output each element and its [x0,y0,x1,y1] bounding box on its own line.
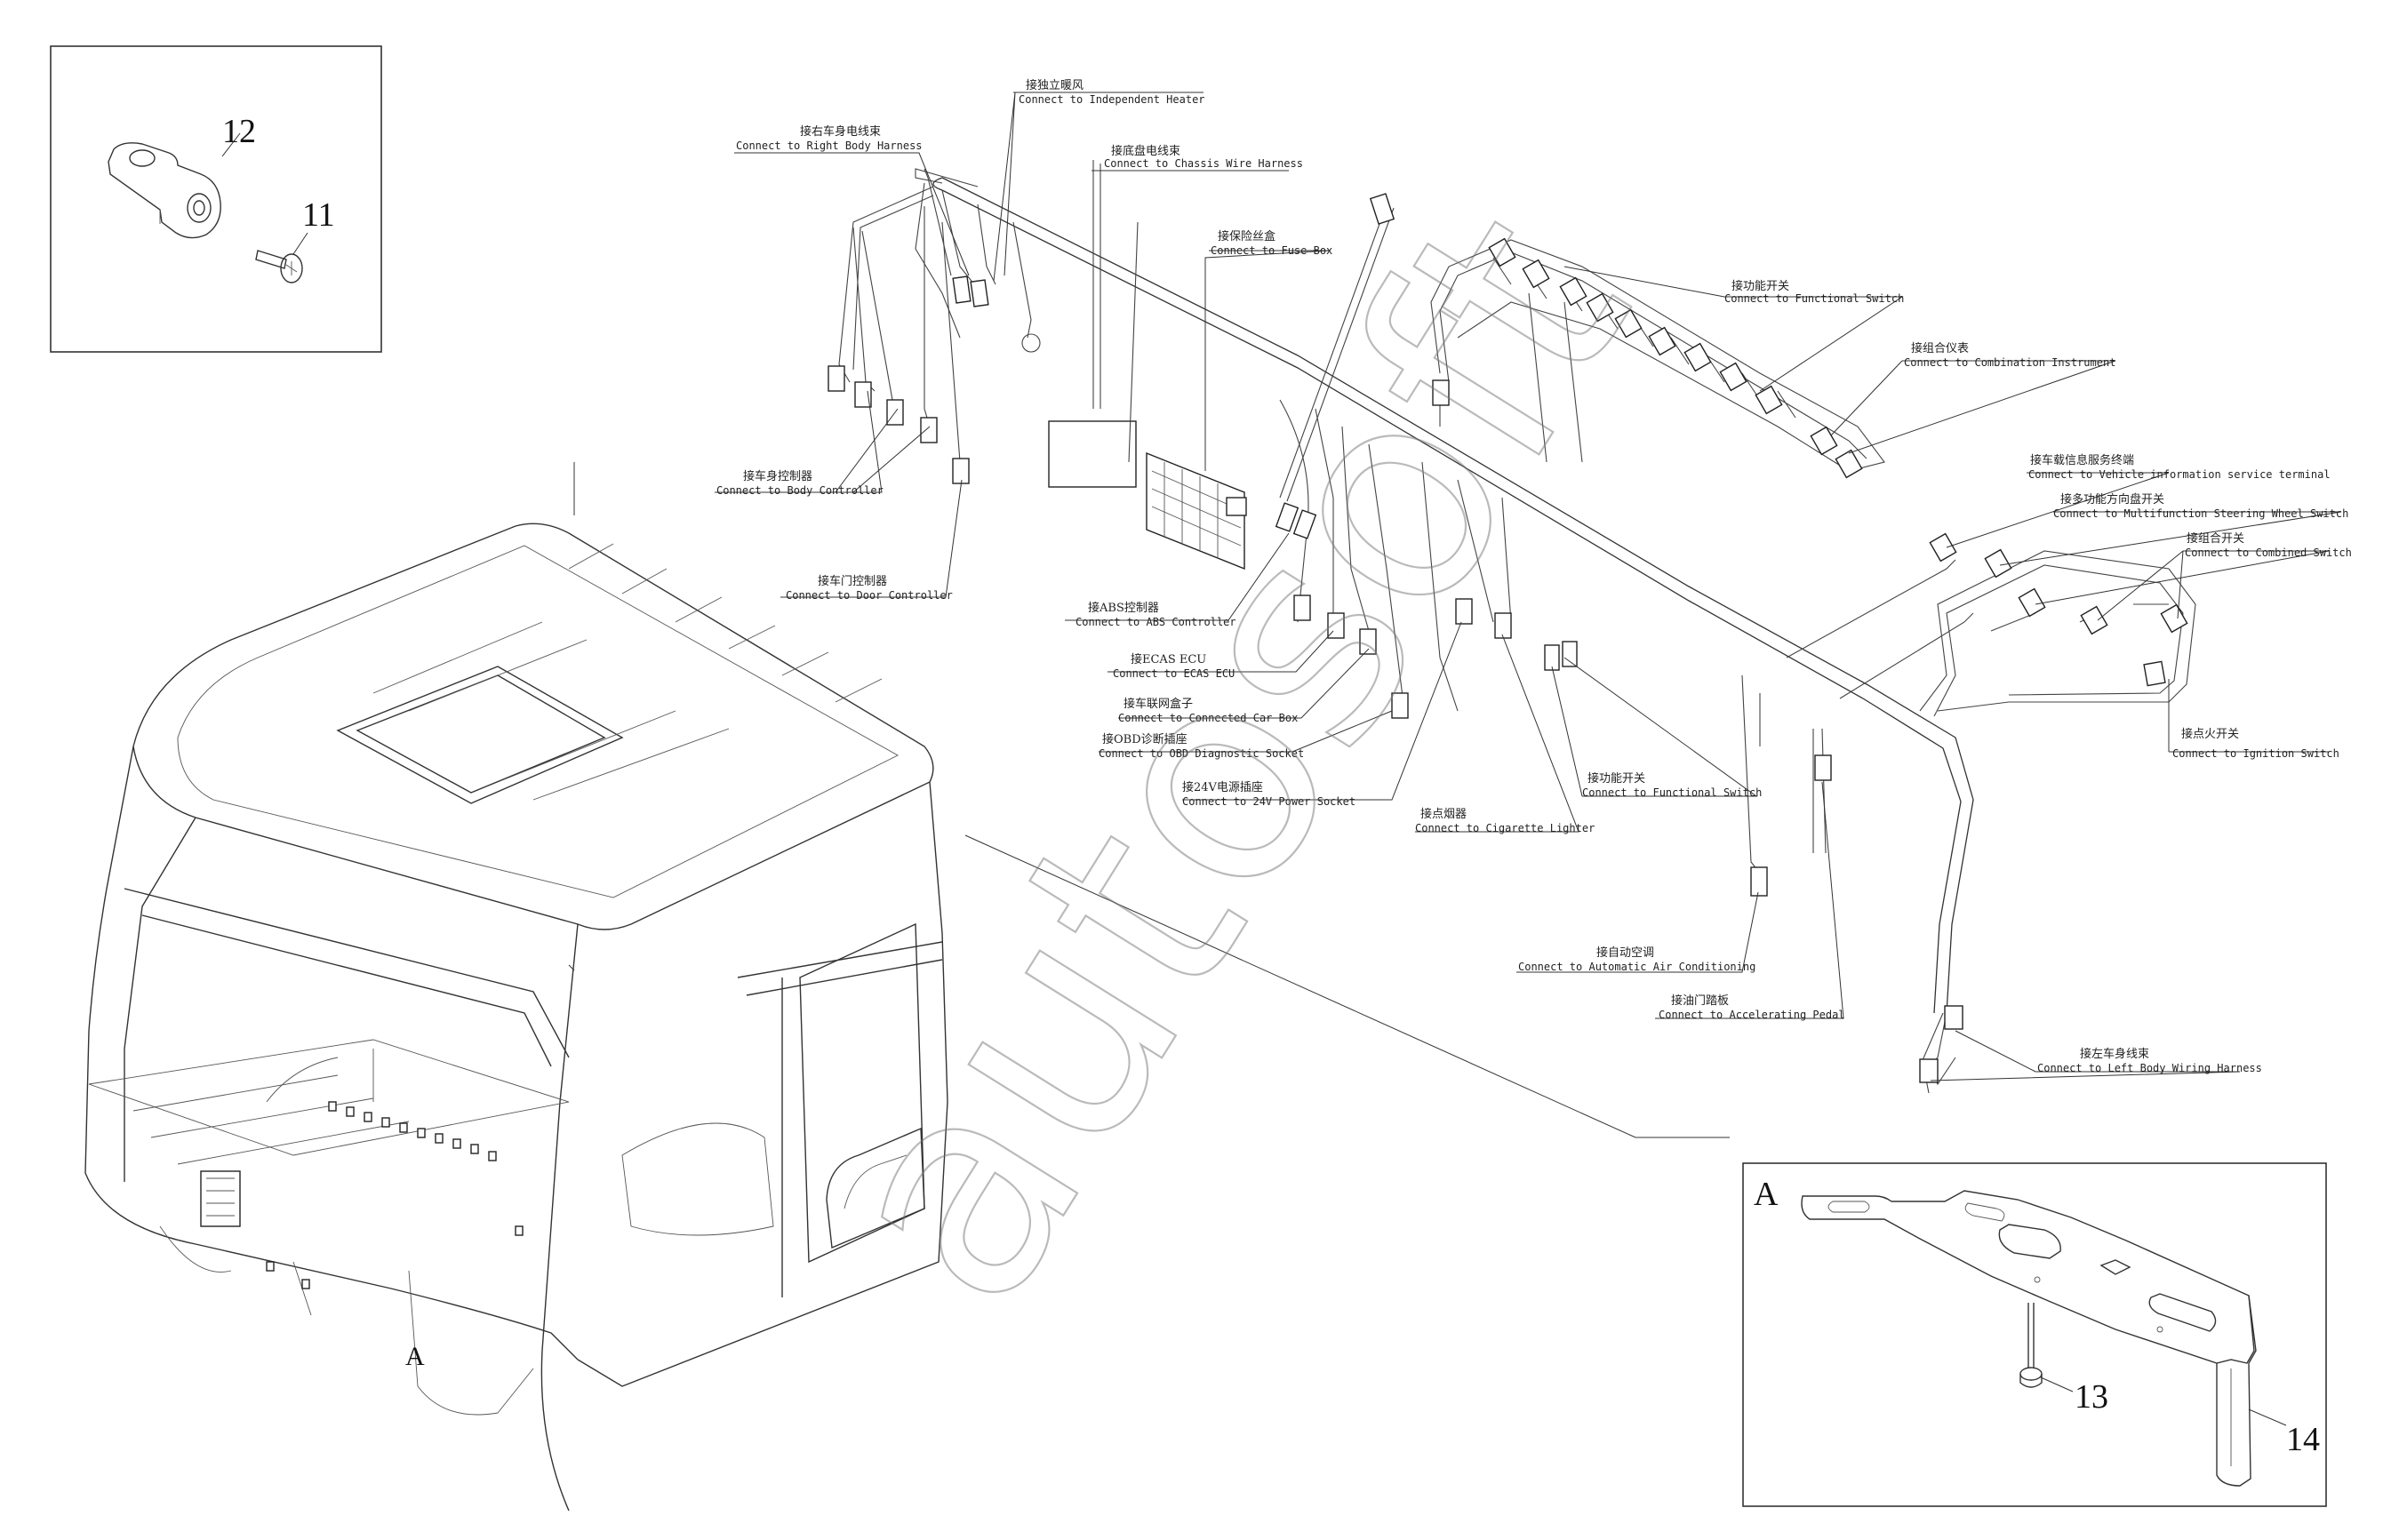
callout-door-controller: 接车门控制器 Connect to Door Controller [786,574,953,602]
svg-text:Connect to Ignition Switch: Connect to Ignition Switch [2172,747,2339,760]
svg-text:Connect to Body Controller: Connect to Body Controller [716,484,884,497]
svg-text:接油门踏板: 接油门踏板 [1671,993,1729,1008]
callout-vehicle-info-terminal: 接车载信息服务终端 Connect to Vehicle information… [2028,453,2331,481]
svg-text:接功能开关: 接功能开关 [1587,771,1645,786]
callout-leaders [715,92,2342,1081]
svg-text:Connect to OBD Diagnostic Sock: Connect to OBD Diagnostic Socket [1099,747,1304,760]
callout-steering-wheel-switch: 接多功能方向盘开关 Connect to Multifunction Steer… [2053,492,2348,520]
svg-text:接左车身线束: 接左车身线束 [2080,1047,2149,1061]
callout-ecas-ecu: 接ECAS ECU Connect to ECAS ECU [1113,652,1235,680]
svg-text:接多功能方向盘开关: 接多功能方向盘开关 [2060,492,2164,507]
svg-text:Connect to Combined Switch: Connect to Combined Switch [2185,547,2352,559]
callout-functional-switch-lower: 接功能开关 Connect to Functional Switch [1582,771,1762,799]
svg-text:autosoft: autosoft [765,156,1693,1360]
svg-text:接点火开关: 接点火开关 [2181,727,2239,741]
svg-text:Connect to Connected Car Box: Connect to Connected Car Box [1118,712,1298,724]
svg-text:Connect to Right Body Harness: Connect to Right Body Harness [736,140,923,152]
svg-text:接右车身电线束: 接右车身电线束 [800,124,881,139]
svg-text:Connect to Independent Heater: Connect to Independent Heater [1019,93,1205,106]
svg-text:Connect to Functional Switch: Connect to Functional Switch [1724,292,1904,305]
part-number-11: 11 [302,196,335,234]
detail-box-a: A 13 14 [1742,1162,2327,1507]
svg-text:Connect to Multifunction Steer: Connect to Multifunction Steering Wheel … [2053,507,2348,520]
svg-text:接功能开关: 接功能开关 [1731,279,1789,293]
svg-text:接组合仪表: 接组合仪表 [1911,341,1969,355]
callout-independent-heater: 接独立暖风 Connect to Independent Heater [1019,78,1205,106]
callout-right-body-harness: 接右车身电线束 Connect to Right Body Harness [736,124,923,152]
fuse-box [1146,451,1247,571]
svg-text:接独立暖风: 接独立暖风 [1026,78,1084,92]
detail-box-bracket-bolt: 12 11 [50,45,382,353]
svg-text:Connect to Accelerating Pedal: Connect to Accelerating Pedal [1659,1009,1845,1021]
detail-view-label: A [1754,1176,1779,1213]
callout-automatic-ac: 接自动空调 Connect to Automatic Air Condition… [1518,946,1755,973]
callout-accelerating-pedal: 接油门踏板 Connect to Accelerating Pedal [1659,993,1845,1021]
svg-text:接车联网盒子: 接车联网盒子 [1124,697,1193,711]
bolt-part-13 [2019,1303,2043,1388]
callout-obd-socket: 接OBD诊断插座 Connect to OBD Diagnostic Socke… [1099,732,1304,760]
svg-text:Connect to ECAS ECU: Connect to ECAS ECU [1113,667,1235,680]
svg-text:接24V电源插座: 接24V电源插座 [1182,780,1263,794]
callout-abs-controller: 接ABS控制器 Connect to ABS Controller [1076,601,1236,628]
callout-left-body-harness: 接左车身线束 Connect to Left Body Wiring Harne… [2037,1047,2262,1074]
svg-text:Connect to Fuse Box: Connect to Fuse Box [1211,244,1332,257]
cab-detail-marker: A [405,1342,425,1371]
callout-ignition-switch: 接点火开关 Connect to Ignition Switch [2172,727,2339,760]
svg-text:接ECAS ECU: 接ECAS ECU [1131,652,1206,666]
svg-text:Connect to ABS Controller: Connect to ABS Controller [1076,616,1236,628]
svg-text:Connect to Vehicle information: Connect to Vehicle information service t… [2028,468,2331,481]
bracket-part-12 [108,142,221,239]
harness-connectors [828,193,2188,1083]
callout-connected-car-box: 接车联网盒子 Connect to Connected Car Box [1118,697,1298,724]
svg-text:接OBD诊断插座: 接OBD诊断插座 [1102,732,1188,746]
mounting-plate-part-14 [1801,1190,2257,1487]
part-number-12: 12 [222,113,256,150]
svg-text:Connect to Functional Switch: Connect to Functional Switch [1582,786,1762,799]
callout-chassis-wire-harness: 接底盘电线束 Connect to Chassis Wire Harness [1104,144,1303,170]
svg-text:Connect to Automatic Air Condi: Connect to Automatic Air Conditioning [1518,961,1755,973]
callout-combination-instrument: 接组合仪表 Connect to Combination Instrument [1904,341,2115,369]
part-number-13: 13 [2075,1378,2108,1416]
svg-text:Connect to 24V Power Socket: Connect to 24V Power Socket [1182,795,1355,808]
svg-text:接ABS控制器: 接ABS控制器 [1088,601,1159,615]
callout-24v-power-socket: 接24V电源插座 Connect to 24V Power Socket [1182,780,1355,808]
svg-text:接组合开关: 接组合开关 [2187,531,2244,546]
svg-text:Connect to Cigarette Lighter: Connect to Cigarette Lighter [1415,822,1595,834]
callout-labels: 接右车身电线束 Connect to Right Body Harness 接独… [716,78,2352,1074]
svg-text:接自动空调: 接自动空调 [1596,946,1654,960]
part-number-14: 14 [2286,1421,2320,1458]
callout-functional-switch-upper: 接功能开关 Connect to Functional Switch [1724,279,1904,305]
svg-text:接车身控制器: 接车身控制器 [743,469,812,483]
svg-text:接车门控制器: 接车门控制器 [818,574,887,588]
svg-text:Connect to Left Body Wiring Ha: Connect to Left Body Wiring Harness [2037,1062,2262,1074]
svg-text:Connect to Door Controller: Connect to Door Controller [786,589,953,602]
svg-text:Connect to Combination Instrum: Connect to Combination Instrument [1904,356,2115,369]
callout-combined-switch: 接组合开关 Connect to Combined Switch [2185,531,2352,559]
svg-text:接点烟器: 接点烟器 [1420,807,1467,821]
svg-text:接底盘电线束: 接底盘电线束 [1111,144,1180,158]
svg-text:接车载信息服务终端: 接车载信息服务终端 [2030,453,2134,467]
callout-cigarette-lighter: 接点烟器 Connect to Cigarette Lighter [1415,807,1595,834]
callout-body-controller: 接车身控制器 Connect to Body Controller [716,469,884,497]
truck-cab: A [84,462,1730,1512]
watermark: autosoft [764,156,1695,1360]
callout-fuse-box: 接保险丝盒 Connect to Fuse Box [1211,229,1332,257]
svg-text:接保险丝盒: 接保险丝盒 [1218,229,1275,243]
bolt-part-11 [255,250,303,283]
svg-text:Connect to Chassis Wire Harnes: Connect to Chassis Wire Harness [1104,157,1303,170]
